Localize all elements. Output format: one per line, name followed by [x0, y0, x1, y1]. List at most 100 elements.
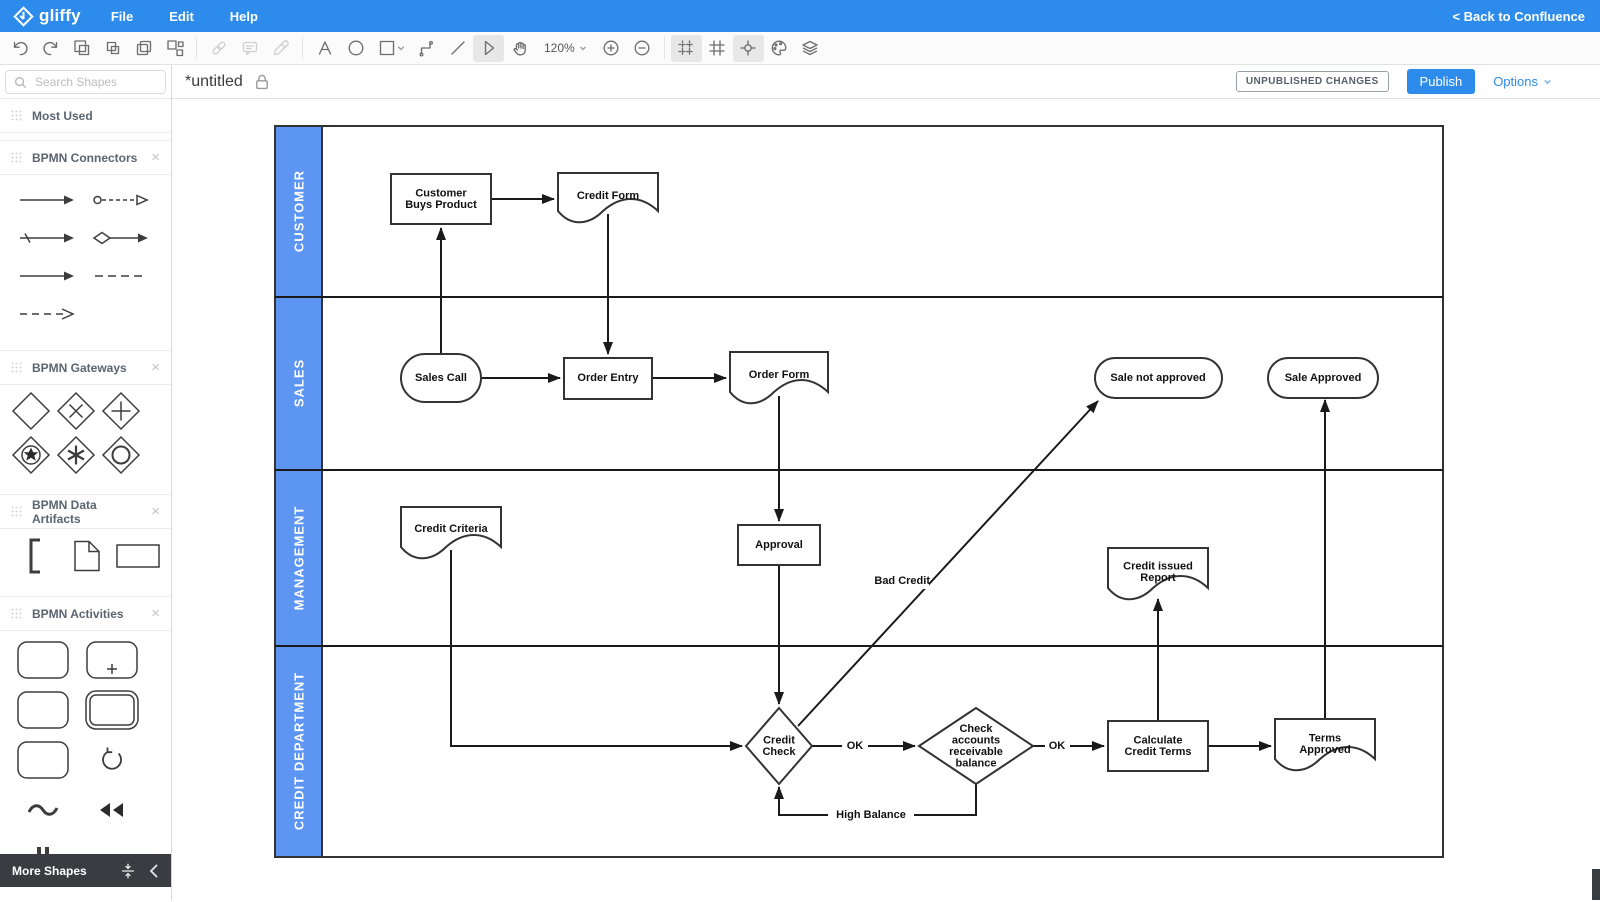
- close-icon[interactable]: ×: [151, 605, 160, 622]
- text-tool-button[interactable]: [309, 35, 340, 62]
- edge-label-high-balance[interactable]: High Balance: [836, 809, 906, 821]
- zoom-out-button[interactable]: [627, 35, 658, 62]
- edge-label-bad-credit[interactable]: Bad Credit: [874, 575, 930, 587]
- edge-label-ok-1[interactable]: OK: [847, 740, 864, 752]
- shape-dashed-arrow[interactable]: [18, 306, 76, 327]
- bpmn-swimlane-diagram[interactable]: CUSTOMER SALES MANAGEMENT CREDIT DEPARTM…: [172, 99, 1600, 902]
- more-shapes-bar[interactable]: More Shapes: [0, 854, 171, 887]
- lane-label-management[interactable]: MANAGEMENT: [292, 506, 307, 611]
- lock-icon[interactable]: [254, 73, 270, 90]
- theme-button[interactable]: [764, 35, 795, 62]
- shape-conditional-flow[interactable]: [92, 230, 150, 251]
- shape-inclusive-gateway[interactable]: [101, 435, 141, 480]
- node-approval[interactable]: Approval: [737, 524, 821, 566]
- bring-forward-button[interactable]: [97, 35, 128, 62]
- document-title[interactable]: *untitled: [185, 72, 243, 90]
- ungroup-button[interactable]: [159, 35, 190, 62]
- close-icon[interactable]: ×: [151, 503, 160, 520]
- collapse-sections-icon[interactable]: [119, 862, 137, 880]
- shape-gateway[interactable]: [11, 391, 51, 436]
- close-icon[interactable]: ×: [151, 359, 160, 376]
- shape-complex-gateway[interactable]: [56, 435, 96, 480]
- back-to-confluence-link[interactable]: < Back to Confluence: [1452, 8, 1585, 24]
- shape-subprocess[interactable]: [83, 638, 141, 687]
- shape-parallel-gateway[interactable]: [101, 391, 141, 436]
- zoom-level-select[interactable]: 120%: [535, 35, 596, 62]
- layers-button[interactable]: [795, 35, 826, 62]
- node-credit-criteria[interactable]: Credit Criteria: [400, 506, 502, 560]
- shape-default-flow[interactable]: [18, 230, 76, 251]
- options-menu[interactable]: Options: [1493, 74, 1552, 89]
- menu-edit[interactable]: Edit: [169, 8, 194, 24]
- ellipse-tool-button[interactable]: [340, 35, 371, 62]
- rectangle-tool-button[interactable]: [371, 35, 411, 62]
- lane-header-band[interactable]: [274, 125, 323, 858]
- shape-annotation-rect[interactable]: [115, 543, 161, 574]
- comment-button[interactable]: [234, 35, 265, 62]
- lane-label-sales[interactable]: SALES: [292, 359, 307, 407]
- scrollbar-fragment[interactable]: [1592, 869, 1600, 900]
- shape-search-box[interactable]: [5, 70, 166, 94]
- pointer-tool-button[interactable]: [473, 34, 504, 62]
- shape-sequence-flow[interactable]: [18, 192, 76, 213]
- shape-task-3[interactable]: [14, 738, 72, 787]
- snap-to-grid-button[interactable]: [670, 34, 702, 62]
- shape-adhoc-marker[interactable]: [26, 801, 60, 824]
- diagram-canvas[interactable]: CUSTOMER SALES MANAGEMENT CREDIT DEPARTM…: [172, 99, 1600, 900]
- gliffy-logo[interactable]: gliffy: [0, 5, 81, 27]
- shape-group-bracket[interactable]: [24, 537, 44, 580]
- connector-tool-button[interactable]: [411, 35, 442, 62]
- lane-label-credit-department[interactable]: CREDIT DEPARTMENT: [292, 672, 307, 830]
- shape-directed-flow[interactable]: [18, 268, 76, 289]
- line-tool-button[interactable]: [442, 35, 473, 62]
- shape-loop-marker[interactable]: [97, 745, 127, 780]
- search-input[interactable]: [33, 74, 157, 90]
- link-button[interactable]: [203, 35, 234, 62]
- redo-button[interactable]: [35, 35, 66, 62]
- sidebar-section-bpmn-data-artifacts[interactable]: BPMN Data Artifacts ×: [0, 494, 171, 529]
- node-order-entry[interactable]: Order Entry: [563, 357, 653, 400]
- menu-file[interactable]: File: [110, 8, 134, 24]
- sidebar-section-most-used[interactable]: Most Used: [0, 98, 171, 133]
- sidebar-section-bpmn-connectors[interactable]: BPMN Connectors ×: [0, 140, 171, 175]
- node-sale-not-approved[interactable]: Sale not approved: [1094, 357, 1223, 399]
- shape-task[interactable]: [14, 638, 72, 687]
- node-sales-call[interactable]: Sales Call: [400, 353, 482, 403]
- swimlane-pool[interactable]: [274, 125, 1444, 858]
- collapse-sidebar-chevron-icon[interactable]: [147, 863, 161, 879]
- zoom-in-button[interactable]: [596, 35, 627, 62]
- shape-complex-start-gateway[interactable]: [11, 435, 51, 480]
- duplicate-button[interactable]: [128, 35, 159, 62]
- publish-button[interactable]: Publish: [1406, 69, 1476, 94]
- node-credit-form[interactable]: Credit Form: [557, 172, 659, 224]
- edge-label-ok-2[interactable]: OK: [1049, 740, 1066, 752]
- shape-exclusive-gateway[interactable]: [56, 391, 96, 436]
- close-icon[interactable]: ×: [151, 149, 160, 166]
- node-order-form[interactable]: Order Form: [729, 351, 829, 405]
- group-button[interactable]: [66, 35, 97, 62]
- shape-transaction[interactable]: [83, 688, 141, 737]
- undo-button[interactable]: [4, 35, 35, 62]
- shape-task-2[interactable]: [14, 688, 72, 737]
- grid-button[interactable]: [702, 35, 733, 62]
- node-sale-approved[interactable]: Sale Approved: [1267, 357, 1379, 399]
- menu-help[interactable]: Help: [229, 8, 258, 24]
- eyedropper-button[interactable]: [265, 35, 296, 62]
- shape-compensation-marker[interactable]: [97, 800, 127, 825]
- sidebar-section-bpmn-gateways[interactable]: BPMN Gateways ×: [0, 350, 171, 385]
- sidebar-section-bpmn-activities[interactable]: BPMN Activities ×: [0, 596, 171, 631]
- pan-tool-button[interactable]: [504, 35, 535, 62]
- shape-association[interactable]: [92, 268, 150, 289]
- edge-bad-credit[interactable]: [797, 400, 1099, 727]
- drawing-guides-button[interactable]: [732, 34, 764, 62]
- shape-message-flow[interactable]: [92, 192, 150, 213]
- shape-data-object[interactable]: [68, 539, 104, 578]
- lane-label-customer[interactable]: CUSTOMER: [292, 170, 307, 252]
- edge-credit-criteria-to-credit-check[interactable]: [450, 550, 743, 751]
